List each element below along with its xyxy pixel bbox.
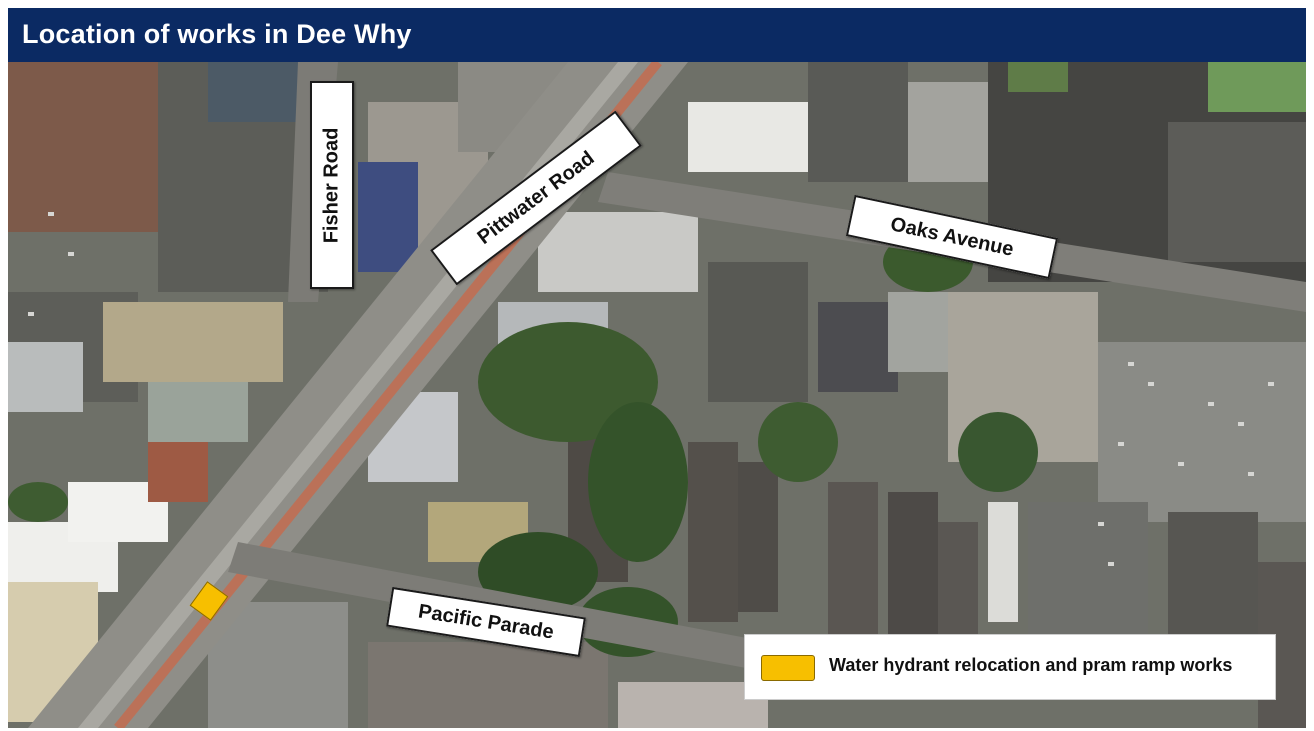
map-title: Location of works in Dee Why [22,19,412,49]
fisher-road-label: Fisher Road [310,81,354,289]
fisher-road-label-text: Fisher Road [320,127,343,243]
legend-label: Water hydrant relocation and pram ramp w… [829,655,1233,675]
map-imagery [8,62,1306,728]
map-legend: Water hydrant relocation and pram ramp w… [744,634,1276,700]
title-bar: Location of works in Dee Why [8,8,1306,62]
aerial-map[interactable]: Fisher Road Pittwater Road Oaks Avenue P… [8,62,1306,728]
legend-swatch [761,655,815,681]
